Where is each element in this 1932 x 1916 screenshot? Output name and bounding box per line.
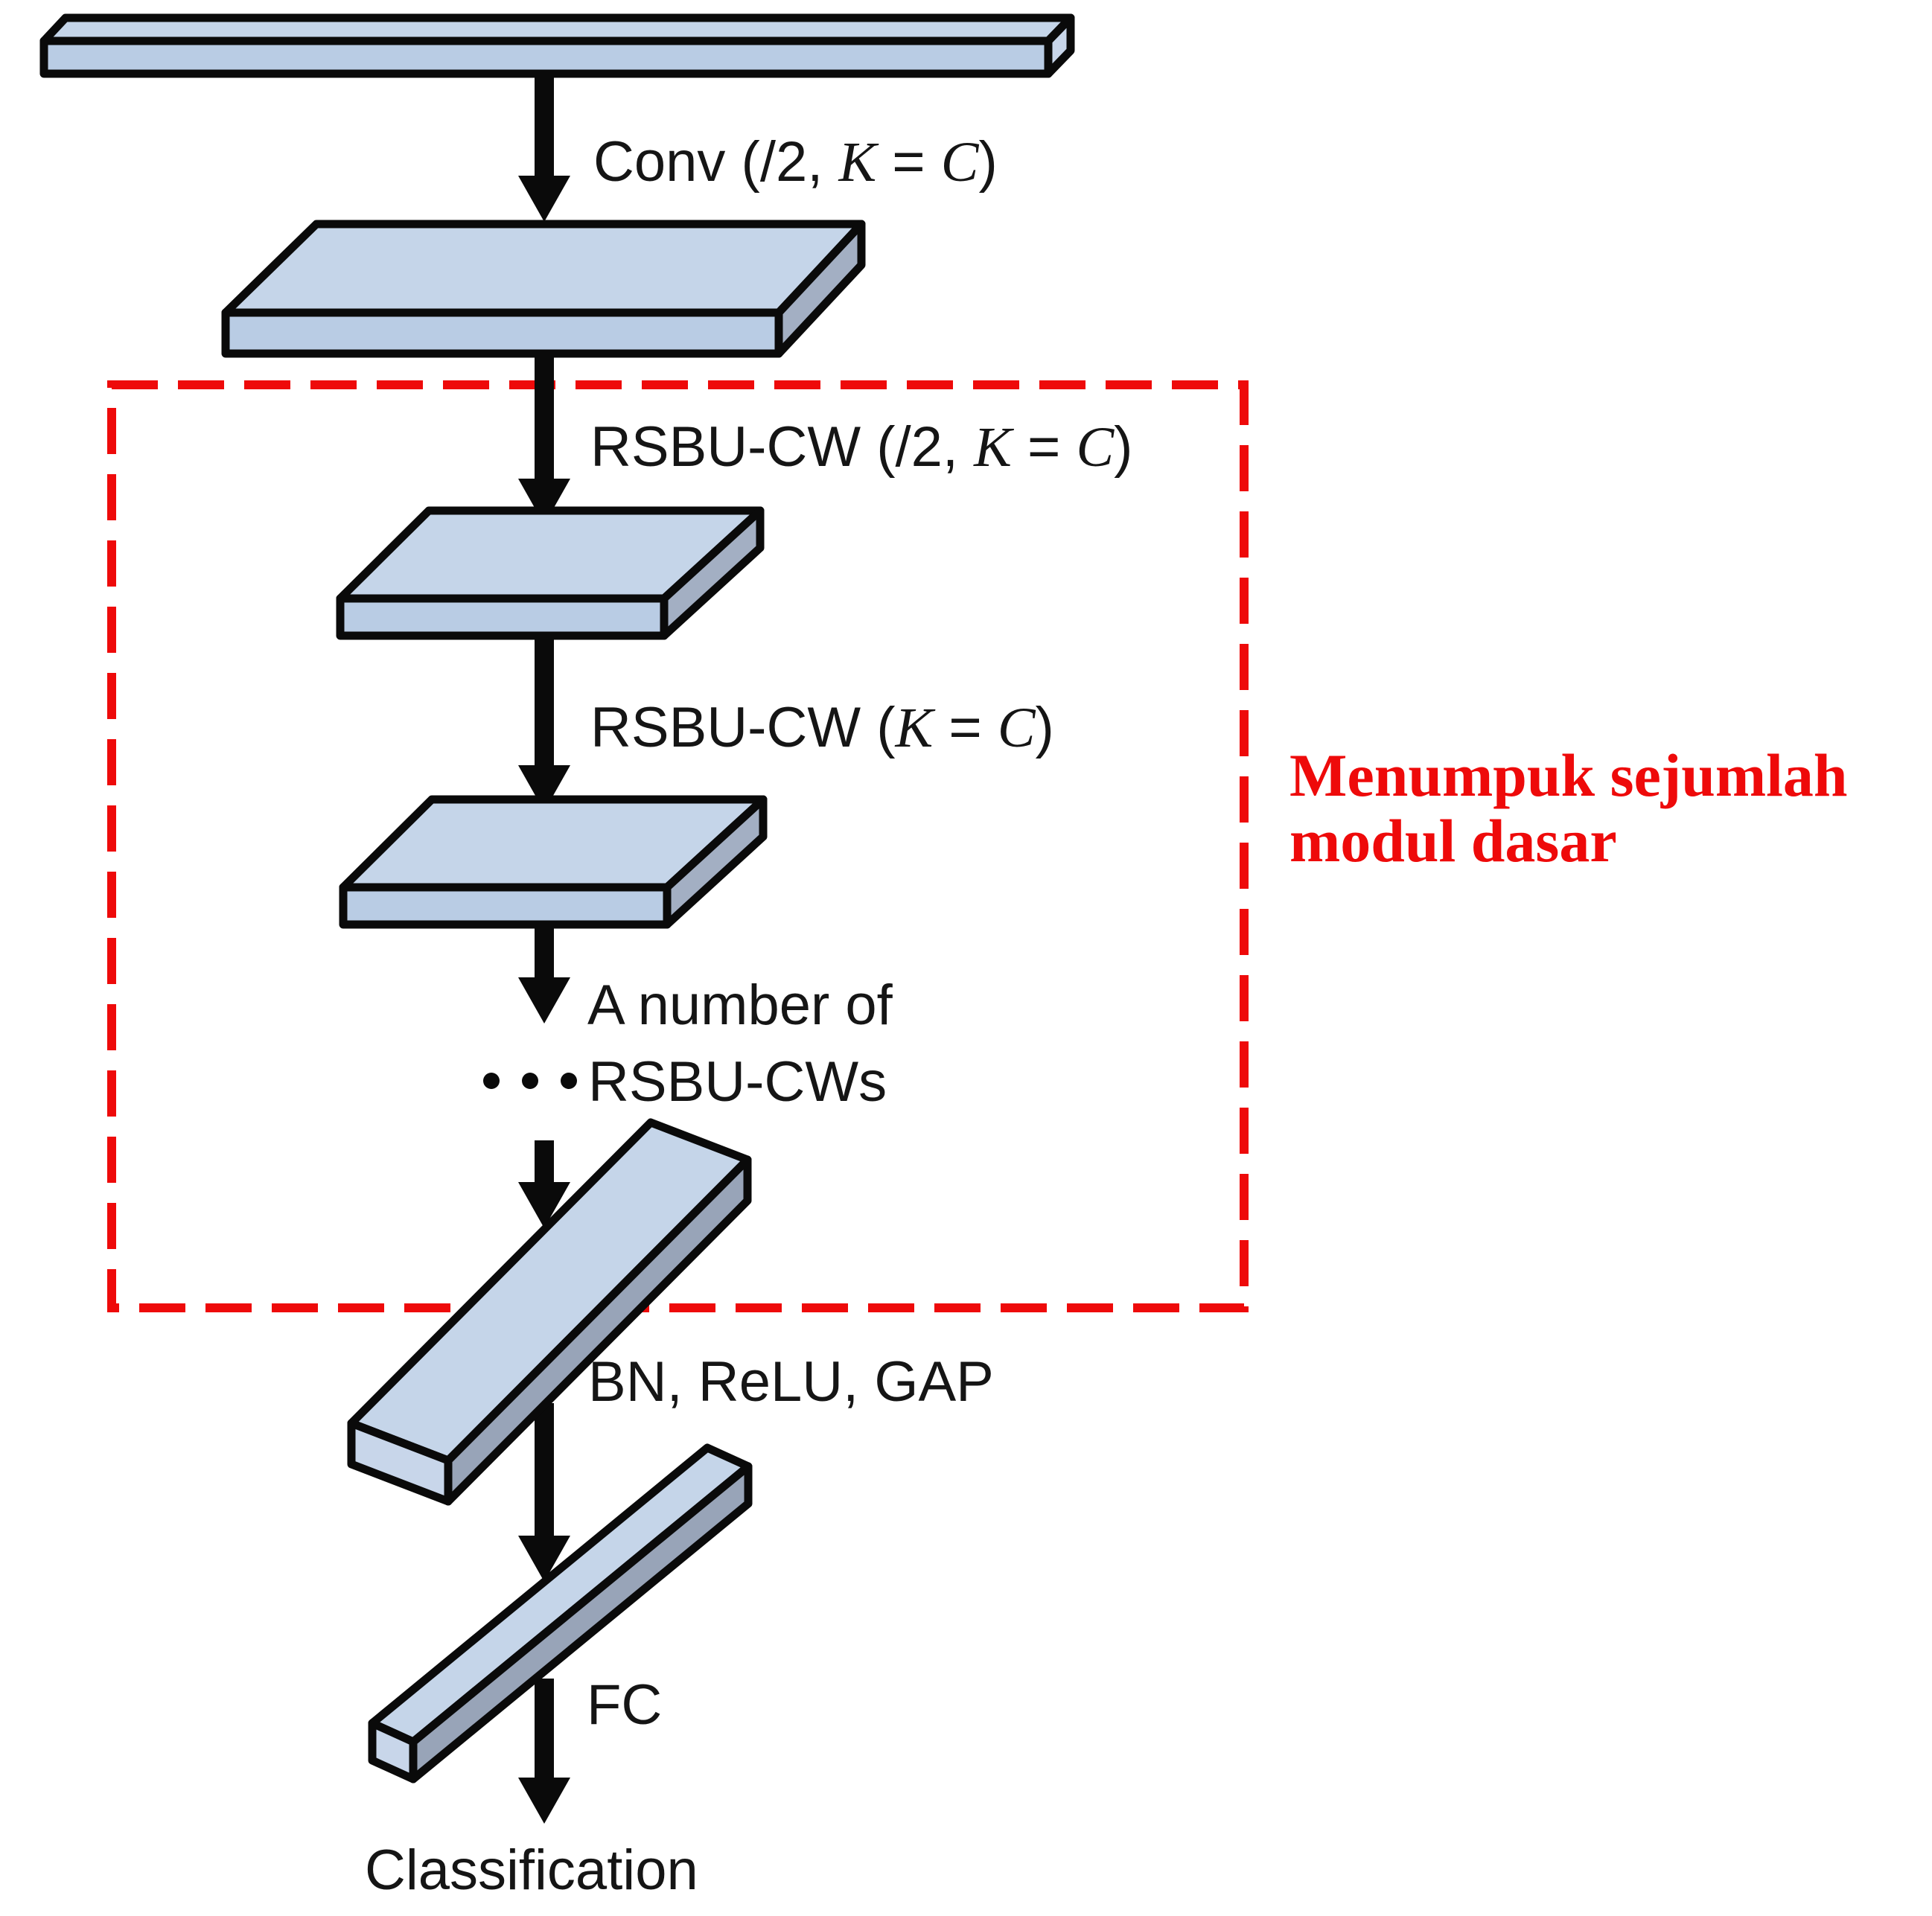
down-arrow-icon-rsbu <box>518 637 570 811</box>
rsbu-cw-label: RSBU-CW (K = C) <box>590 696 1054 759</box>
fc-vector-side-face <box>409 1462 753 1784</box>
feature-map-conv <box>221 220 866 358</box>
fc-vector-end-cap <box>368 1719 418 1784</box>
down-arrow-icon-conv <box>518 75 570 222</box>
stack-annotation-line1: Menumpuk sejumlah <box>1289 741 1848 809</box>
bn-relu-gap-label: BN, ReLU, GAP <box>588 1350 994 1414</box>
fc-label: FC <box>587 1673 662 1737</box>
down-arrow-icon-rsbu-down <box>518 355 570 525</box>
basic-module-dashed-region <box>107 380 1249 1312</box>
feature-map-rsbu-2 <box>339 795 768 929</box>
feature-map-rsbu2-front-face <box>339 883 672 929</box>
down-arrow-icon-bn-relu-gap <box>518 1403 570 1582</box>
stack-annotation-line2: modul dasar <box>1289 807 1617 875</box>
feature-vector-fc-input <box>368 1443 753 1784</box>
down-arrow-icon-into-gap-bar <box>518 1140 570 1228</box>
feature-map-conv-top-face <box>221 220 866 317</box>
ellipsis-dots-icon <box>483 1073 577 1089</box>
down-arrow-icon-stack <box>518 926 570 1024</box>
conv-label: Conv (/2, K = C) <box>593 130 998 194</box>
ellipsis-dot <box>483 1073 500 1089</box>
ellipsis-dot <box>522 1073 538 1089</box>
stack-label-line2: RSBU-CWs <box>588 1050 887 1114</box>
stack-annotation: Menumpuk sejumlah modul dasar <box>1289 741 1848 875</box>
rsbu-cw-downsample-label: RSBU-CW (/2, K = C) <box>590 415 1132 479</box>
feature-map-rsbu-1 <box>336 506 765 640</box>
input-bar-front-face <box>39 36 1053 78</box>
feature-bar-gap-output <box>347 1118 752 1506</box>
feature-map-conv-front-face <box>221 308 783 358</box>
stack-label-line1: A number of <box>587 974 893 1037</box>
classification-label: Classification <box>365 1839 698 1902</box>
gap-bar-end-cap <box>347 1419 453 1506</box>
input-signal-bar <box>39 13 1075 78</box>
ellipsis-dot <box>561 1073 577 1089</box>
down-arrow-icon-fc <box>518 1679 570 1824</box>
feature-map-rsbu1-front-face <box>336 594 669 640</box>
